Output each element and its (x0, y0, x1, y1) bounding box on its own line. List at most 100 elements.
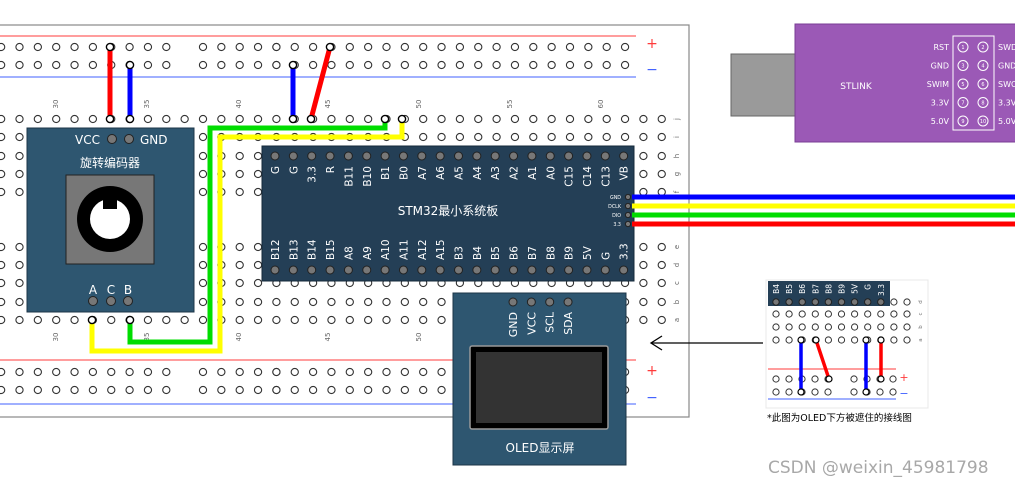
breadboard-hole (602, 42, 611, 52)
stlink-pin (977, 60, 989, 71)
breadboard-hole (529, 42, 538, 52)
breadboard-hole (162, 367, 171, 377)
breadboard-hole (198, 260, 208, 270)
breadboard-hole (88, 367, 98, 377)
breadboard-hole (400, 42, 409, 52)
breadboard-hole (253, 297, 263, 307)
stlink-left-label: RST (933, 43, 949, 52)
column-number: 50 (415, 100, 423, 109)
breadboard-hole (253, 42, 263, 52)
inset-rail-hole (850, 388, 858, 396)
wire-endpoint (125, 114, 135, 124)
inset-rail-hole (811, 375, 819, 383)
breadboard-hole (437, 297, 446, 307)
stm32-bottom-pin-label: B13 (288, 239, 300, 260)
inset-hole (903, 323, 911, 331)
stm32-bottom-pin (380, 265, 390, 275)
breadboard-hole (419, 42, 428, 52)
stlink-pin-number: 6 (981, 82, 984, 88)
stm32-top-pin-label: C13 (600, 166, 612, 187)
breadboard-hole (70, 385, 79, 395)
stm32-bottom-pin (472, 265, 482, 275)
encoder-pin-a-label: A (89, 283, 98, 297)
encoder-gnd-label: GND (140, 133, 168, 147)
breadboard-hole (70, 367, 79, 377)
stm32-top-pin-label: VB (619, 166, 631, 180)
breadboard-hole (15, 114, 24, 124)
stm32-bottom-pin (545, 265, 555, 275)
breadboard-hole (272, 60, 281, 70)
breadboard-hole (15, 187, 24, 197)
breadboard-hole (235, 242, 244, 252)
breadboard-hole (198, 169, 208, 179)
stm32-top-pin (307, 151, 317, 161)
wire-endpoint (125, 315, 135, 325)
breadboard-hole (70, 42, 79, 52)
breadboard-hole (529, 114, 538, 124)
stm32-bottom-pin-label: B4 (472, 246, 484, 260)
breadboard-hole (657, 297, 666, 307)
inset-hole (785, 323, 793, 331)
stm32-top-pin-label: A7 (417, 166, 429, 180)
breadboard-hole (510, 60, 520, 70)
breadboard-hole (253, 151, 263, 161)
breadboard-hole (235, 169, 244, 179)
inset-wire-endpoint (877, 336, 885, 344)
breadboard-hole (0, 315, 6, 325)
stlink-name: STLINK (840, 82, 873, 92)
breadboard-hole (33, 114, 42, 124)
breadboard-hole (272, 315, 281, 325)
stlink-pin-number: 2 (981, 45, 984, 51)
oled-pin-label: VCC (525, 312, 538, 335)
stm32-top-pin (490, 151, 500, 161)
breadboard-hole (620, 132, 630, 142)
breadboard-hole (657, 132, 666, 142)
inset-wire-endpoint (825, 375, 833, 383)
breadboard-hole (565, 132, 575, 142)
breadboard-hole (657, 114, 666, 124)
breadboard-hole (0, 132, 6, 142)
oled-screen-glass (476, 352, 602, 423)
breadboard-hole (88, 60, 98, 70)
swd-wires (632, 194, 1015, 227)
inset-wire-endpoint (877, 375, 885, 383)
breadboard-hole (52, 315, 61, 325)
breadboard-hole (235, 315, 244, 325)
inset-pin (864, 298, 872, 306)
stm32-side-pin (624, 211, 632, 219)
stlink-pin (957, 78, 969, 90)
stm32-bottom-pin-label: A11 (398, 239, 410, 260)
row-letter: c (673, 281, 681, 285)
inset-hole (864, 310, 872, 318)
watermark: CSDN @weixin_45981798 (768, 458, 989, 478)
breadboard-hole (455, 60, 465, 70)
stlink-left-label: 3.3V (931, 99, 950, 108)
wire-endpoints (87, 42, 407, 325)
column-number: 30 (52, 333, 60, 342)
row-letter: h (673, 154, 681, 158)
breadboard-hole (107, 315, 116, 325)
breadboard-hole (33, 367, 42, 377)
inset-row-letter: d (918, 300, 924, 304)
encoder-pin-b (123, 296, 133, 306)
encoder-pin-b-label: B (124, 283, 132, 297)
stlink-pin (977, 78, 989, 90)
inset-pin-label: B6 (798, 284, 807, 294)
stm32-bottom-pin (600, 265, 610, 275)
stm32-bottom-pin (362, 265, 372, 275)
stm32-top-pin (582, 151, 592, 161)
inset-hole (811, 323, 819, 331)
breadboard-hole (198, 114, 208, 124)
breadboard-hole (382, 315, 391, 325)
wire-green-encoder-b (127, 120, 388, 345)
breadboard-hole (657, 315, 666, 325)
inset-hole (837, 323, 846, 331)
stm32-side-pin-label: GND (610, 195, 621, 201)
oled-pin-label: SCL (544, 311, 557, 333)
inset-hole (877, 310, 885, 318)
stm32-top-pin (270, 151, 280, 161)
breadboard-hole (639, 278, 648, 288)
